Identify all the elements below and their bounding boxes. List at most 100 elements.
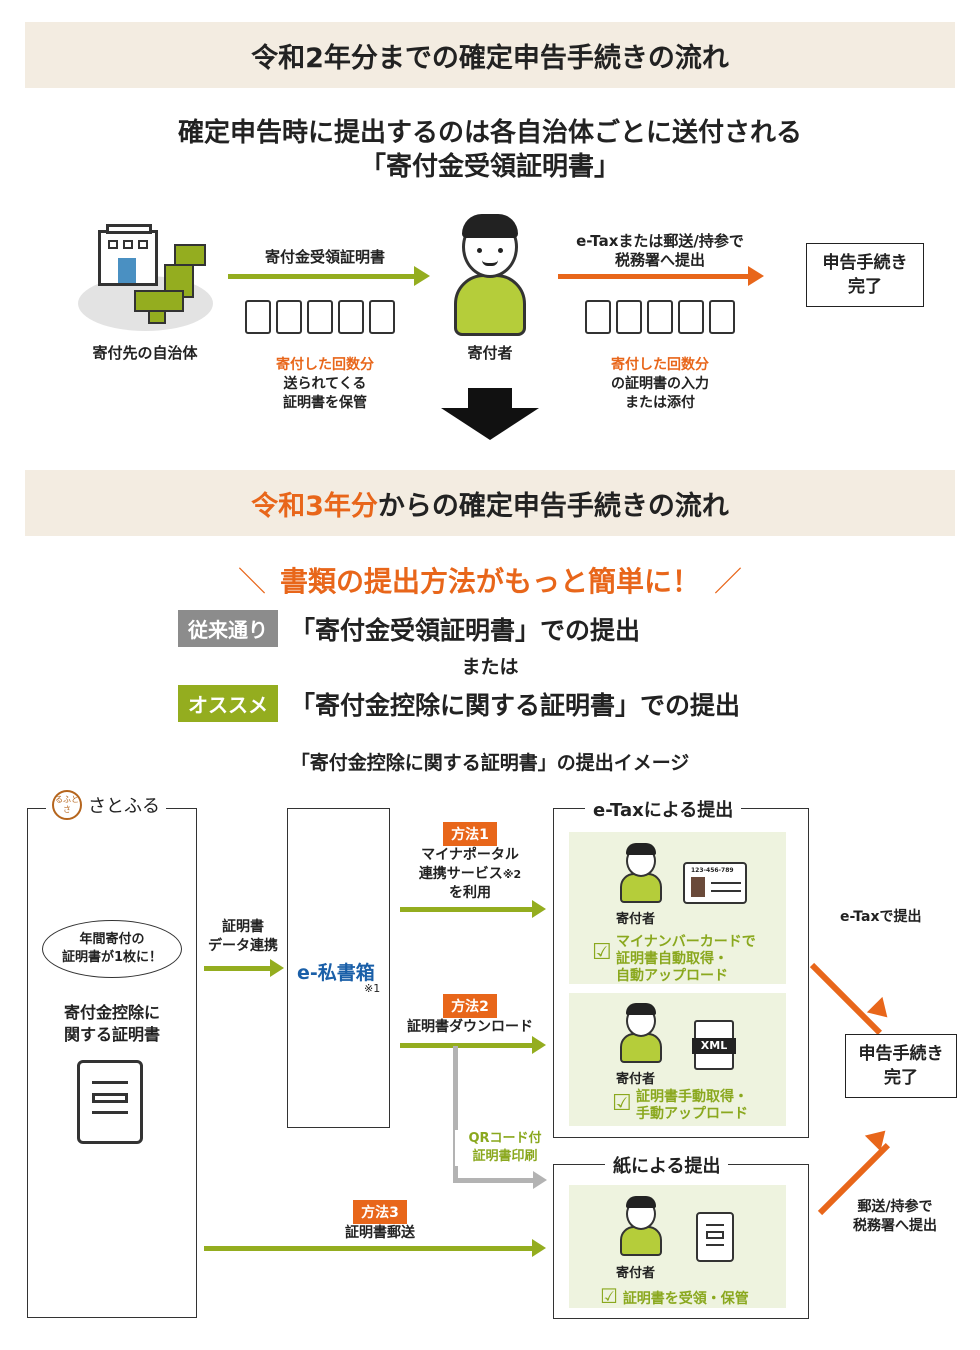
mail-line2: 税務署へ提出	[853, 1218, 937, 1234]
donor-avatar	[450, 208, 530, 336]
satofull-logo: るふとさ さとふる	[46, 790, 166, 820]
bubble-line2: 証明書が1枚に！	[61, 950, 163, 965]
panel1-line1: マイナンバーカードで	[616, 934, 756, 950]
e-shishobako-box	[287, 808, 390, 1128]
donor-avatar-small	[620, 1003, 662, 1065]
complete-line1: 申告手続き	[822, 253, 908, 273]
data-link-line1: 証明書	[222, 919, 264, 935]
section1-subtitle-line1: 確定申告時に提出するのは各自治体ごとに送付される	[177, 118, 802, 148]
e-shishobako-name: 私書箱	[317, 962, 375, 984]
qr-line1: QRコード付	[468, 1131, 542, 1146]
method1-tag-wrap: 方法1	[400, 822, 540, 846]
bubble-line1: 年間寄付の	[79, 932, 145, 947]
municipality-label: 寄付先の自治体	[92, 344, 198, 362]
data-link-label: 証明書 データ連携	[198, 918, 288, 956]
method2-text: 証明書ダウンロード	[407, 1019, 533, 1035]
seal-text: るふとさ	[55, 795, 79, 814]
panel2-text: ☑ 証明書手動取得・ 手動アップロード	[612, 1089, 748, 1123]
document-icon	[245, 300, 271, 334]
check-icon: ☑	[592, 940, 612, 965]
mail-line1: 郵送/持参で	[857, 1199, 933, 1215]
section1-subtitle-line2: 「寄付金受領証明書」	[359, 152, 620, 182]
doc-stack-2	[585, 300, 745, 336]
e-shishobako-note: ※1	[364, 982, 381, 995]
section1-subtitle: 確定申告時に提出するのは各自治体ごとに送付される 「寄付金受領証明書」	[0, 116, 980, 184]
panel1-donor: 寄付者	[616, 912, 656, 927]
data-link-arrow-head	[270, 959, 284, 977]
method3-tag-wrap: 方法3	[310, 1200, 450, 1224]
panel2-donor: 寄付者	[616, 1072, 656, 1087]
etax-panel-2	[569, 993, 786, 1126]
document-icon	[585, 300, 611, 334]
method3-arrow-line	[204, 1246, 534, 1251]
method1-tag: 方法1	[443, 822, 497, 846]
document-icon	[307, 300, 333, 334]
method1-arrow-head	[532, 900, 546, 918]
document-icon	[276, 300, 302, 334]
section2-title-rest: からの確定申告手続きの流れ	[377, 490, 729, 522]
note2-highlight: 寄付した回数分	[611, 357, 709, 373]
traditional-text: 「寄付金受領証明書」での提出	[290, 615, 641, 645]
note1-line3: 証明書を保管	[283, 395, 367, 411]
arrow1-label: 寄付金受領証明書	[264, 248, 385, 266]
panel1-text: ☑ マイナンバーカードで 証明書自動取得・ 自動アップロード	[592, 934, 756, 985]
traditional-tag: 従来通り	[178, 610, 278, 647]
note1-highlight: 寄付した回数分	[276, 357, 374, 373]
etax-submit-arrow-line	[809, 962, 883, 1036]
down-arrow-stem	[468, 388, 512, 408]
arrow2-label-line2: 税務署へ提出	[614, 251, 705, 269]
image-caption: 「寄付金控除に関する証明書」の提出イメージ	[290, 752, 690, 774]
panel3-line1: 証明書を受領・保管	[622, 1291, 749, 1307]
panel2-line1: 証明書手動取得・	[636, 1089, 748, 1105]
mynumber-card-icon: 123-456-789	[683, 862, 747, 904]
section2-banner: 令和3年分からの確定申告手続きの流れ	[25, 470, 955, 536]
arrow2-line	[558, 274, 750, 279]
qr-path-vertical	[453, 1046, 458, 1182]
note1-line2: 送られてくる	[283, 376, 367, 392]
complete2-line1: 申告手続き	[858, 1044, 944, 1064]
data-link-arrow-line	[204, 966, 272, 971]
panel2-line2: 手動アップロード	[636, 1106, 748, 1122]
complete-box-2: 申告手続き 完了	[845, 1034, 957, 1098]
cert-line2: 関する証明書	[63, 1025, 160, 1044]
slogan-slash-right: ／	[714, 565, 743, 598]
document-icon	[678, 300, 704, 334]
arrow2-head	[748, 266, 764, 286]
recommend-tag: オススメ	[178, 685, 278, 722]
down-arrow-head	[441, 408, 539, 440]
method3-arrow-head	[532, 1239, 546, 1257]
recommend-row: オススメ 「寄付金控除に関する証明書」での提出	[178, 685, 740, 722]
method1-arrow-line	[400, 907, 534, 912]
etax-panel-1	[569, 832, 786, 984]
etax-header: e-Taxによる提出	[585, 796, 742, 822]
data-link-line2: データ連携	[208, 938, 278, 954]
note2-line3: または添付	[625, 395, 695, 411]
xml-label: XML	[692, 1038, 736, 1054]
cert-line1: 寄付金控除に	[63, 1003, 160, 1022]
recommend-text: 「寄付金控除に関する証明書」での提出	[290, 690, 741, 720]
satofull-seal-icon: るふとさ	[52, 790, 82, 820]
method2-arrow-head	[532, 1036, 546, 1054]
method1-line2: 連携サービス	[418, 866, 503, 882]
method2-tag-wrap: 方法2	[400, 994, 540, 1018]
method2-arrow-line	[400, 1043, 534, 1048]
method1-text: マイナポータル 連携サービス※2 を利用	[395, 846, 545, 903]
arrow1-head	[414, 266, 430, 286]
mail-label: 郵送/持参で 税務署へ提出	[830, 1198, 960, 1236]
arrow2-label-line1: e-Taxまたは郵送/持参で	[576, 232, 744, 250]
slogan-row: ＼書類の提出方法がもっと簡単に！／	[0, 560, 980, 600]
slogan: 書類の提出方法がもっと簡単に！	[279, 565, 700, 598]
section2-title-highlight: 令和3年分	[251, 490, 378, 522]
card-photo	[691, 877, 705, 897]
traditional-row: 従来通り 「寄付金受領証明書」での提出	[178, 610, 640, 647]
paper-panel	[569, 1185, 786, 1308]
qr-line2: 証明書印刷	[472, 1149, 538, 1164]
municipality-icon	[78, 224, 218, 334]
section1-banner: 令和2年分までの確定申告手続きの流れ	[25, 22, 955, 88]
complete-line2: 完了	[848, 277, 882, 297]
complete2-line2: 完了	[884, 1068, 918, 1088]
satofull-logo-text: さとふる	[88, 796, 160, 817]
qr-label: QRコード付 証明書印刷	[455, 1130, 555, 1166]
speech-bubble: 年間寄付の 証明書が1枚に！	[42, 920, 182, 978]
e-shishobako-prefix: e-	[297, 962, 318, 984]
